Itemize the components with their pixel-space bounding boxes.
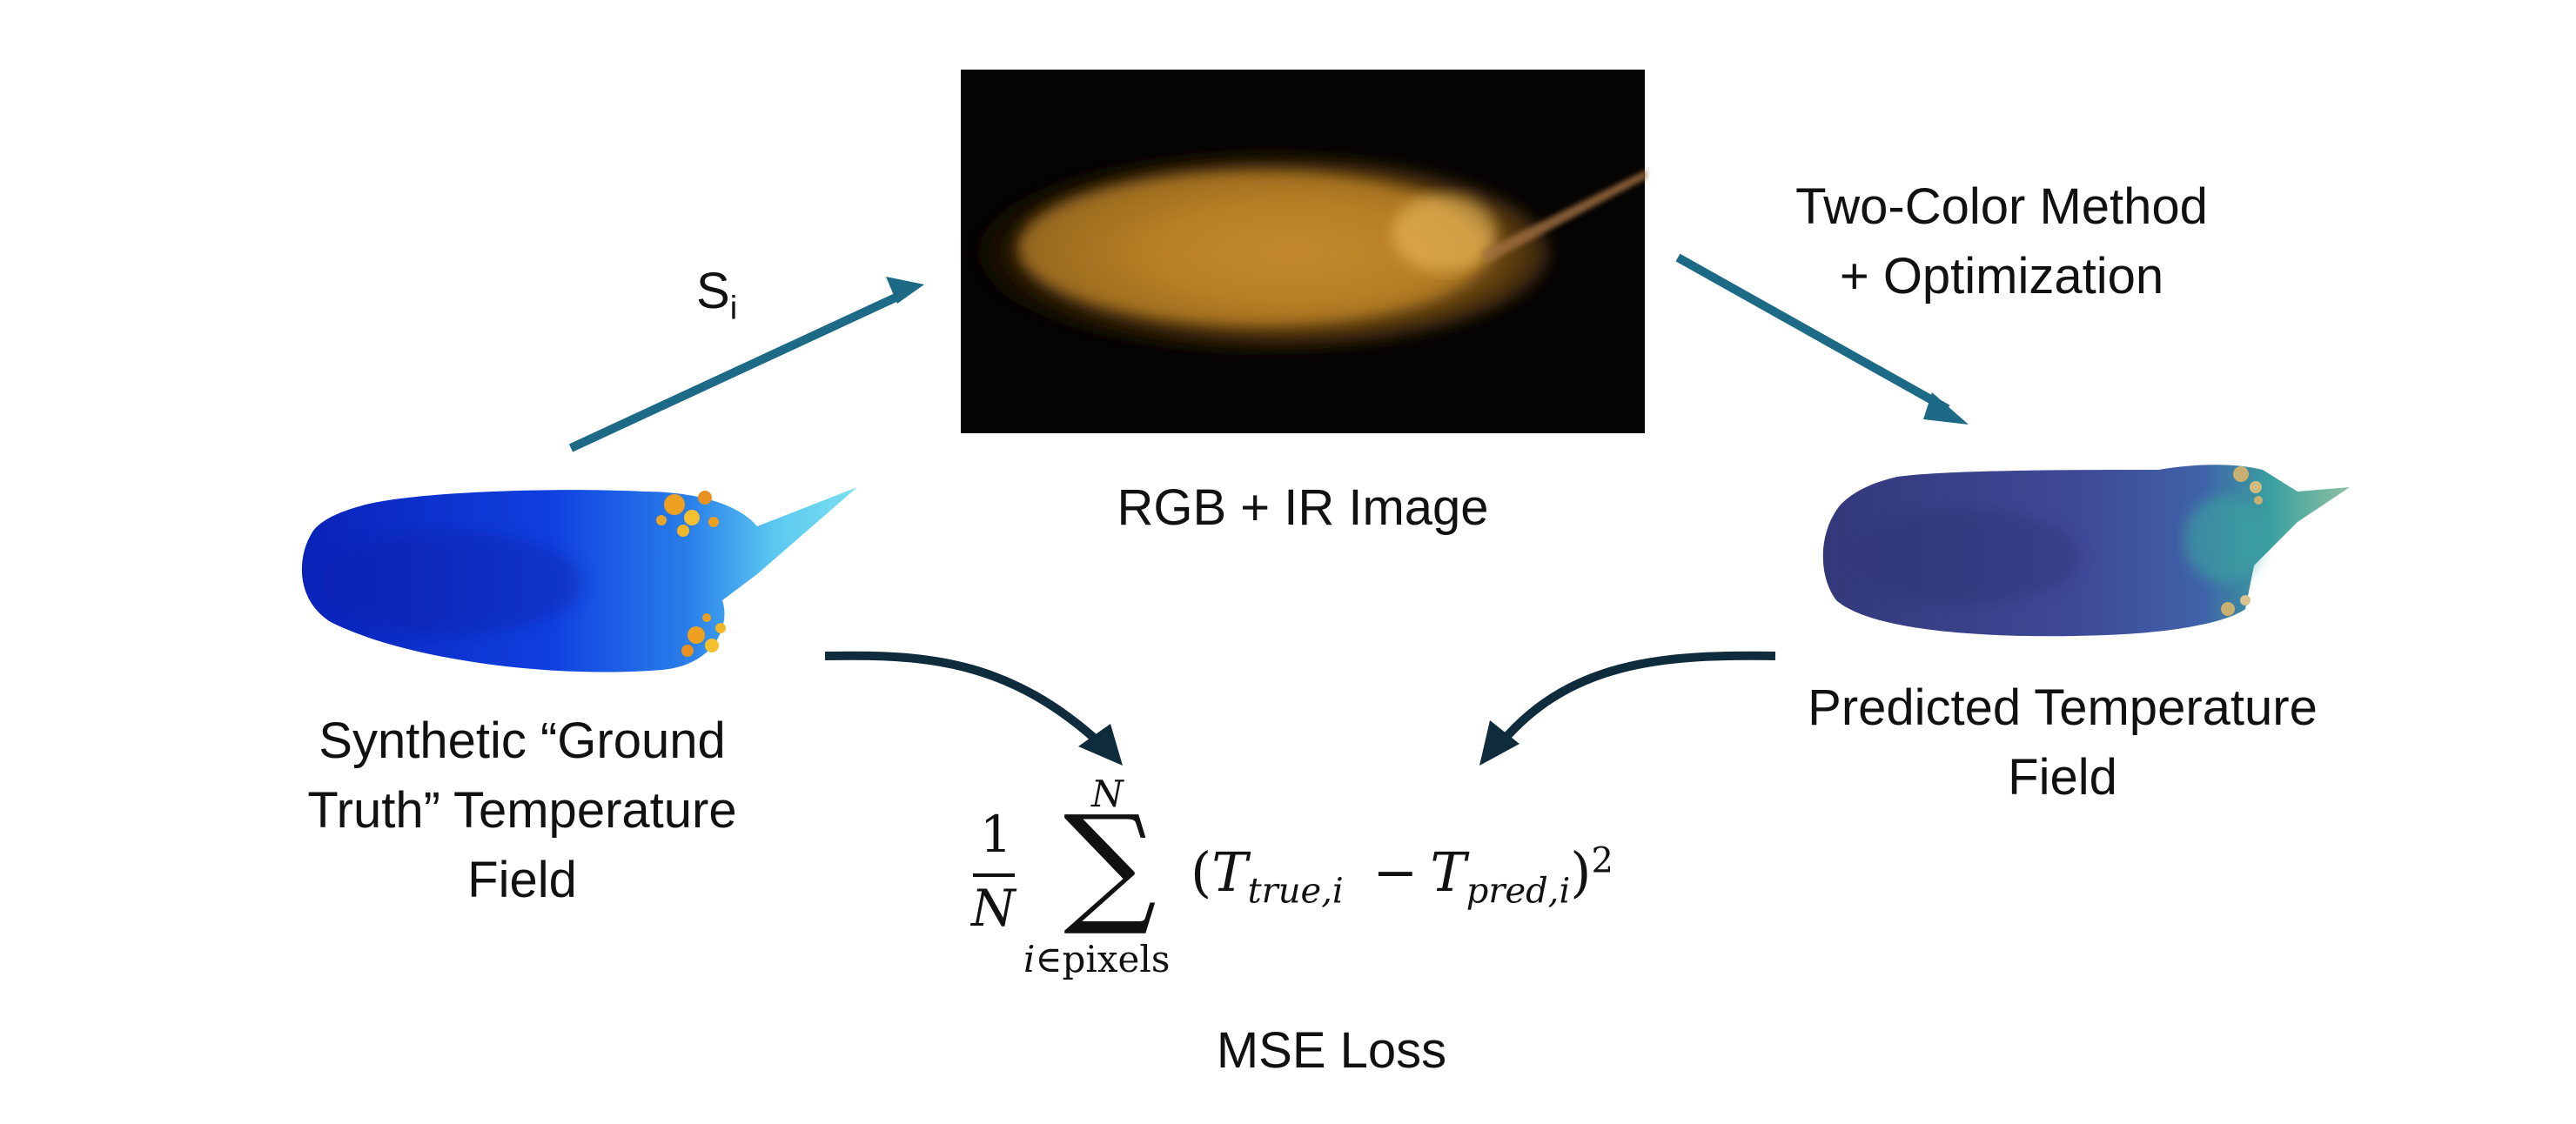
arrow-predicted-to-loss bbox=[1493, 651, 1776, 752]
t-true: T bbox=[1211, 840, 1248, 904]
synthetic-line2: Truth” Temperature bbox=[307, 782, 737, 839]
two-color-line1: Two-Color Method bbox=[1795, 178, 2208, 235]
arrow-synthetic-to-loss bbox=[824, 651, 1109, 752]
sum-symbol: ∑ bbox=[1063, 788, 1157, 940]
t-true-sub: true,i bbox=[1247, 871, 1344, 912]
close-paren: ) bbox=[1570, 840, 1592, 904]
predicted-label: Predicted Temperature Field bbox=[1732, 673, 2393, 813]
synthetic-line1: Synthetic “Ground bbox=[319, 713, 726, 769]
si-label: Si bbox=[696, 261, 737, 339]
two-color-line2: + Optimization bbox=[1839, 248, 2164, 304]
predicted-line1: Predicted Temperature bbox=[1808, 679, 2318, 736]
loss-expression: (Ttrue,i −Tpred,i)2 bbox=[1191, 840, 1613, 911]
synthetic-label: Synthetic “Ground Truth” Temperature Fie… bbox=[218, 706, 827, 915]
arrow-synthetic-to-image bbox=[568, 289, 908, 452]
arrow-predicted-to-loss-head bbox=[1479, 720, 1519, 766]
open-paren: ( bbox=[1191, 840, 1212, 904]
arrow-image-to-predicted bbox=[1675, 253, 1950, 413]
two-color-label: Two-Color Method + Optimization bbox=[1706, 172, 2298, 311]
sum-upper-limit: N bbox=[1091, 773, 1124, 815]
arrow-image-to-predicted-head bbox=[1923, 392, 1969, 425]
rgb-ir-thermal-image bbox=[961, 70, 1647, 433]
si-sub: i bbox=[729, 290, 738, 327]
predicted-line2: Field bbox=[2008, 749, 2117, 806]
sum-lower-limit: i∈pixels bbox=[1023, 938, 1170, 980]
fraction-denominator: N bbox=[971, 879, 1016, 938]
sum-lower-word: pixels bbox=[1062, 938, 1171, 980]
fraction-numerator: 1 bbox=[980, 805, 1012, 864]
predicted-temperature-blob bbox=[1822, 465, 2350, 637]
exponent: 2 bbox=[1591, 840, 1613, 881]
synthetic-line3: Field bbox=[467, 852, 577, 908]
sum-lower-var: i bbox=[1023, 938, 1036, 980]
t-pred-sub: pred,i bbox=[1466, 871, 1571, 912]
minus-sign: − bbox=[1372, 840, 1419, 904]
si-main: S bbox=[696, 263, 730, 319]
t-pred: T bbox=[1430, 840, 1466, 904]
rgb-ir-label: RGB + IR Image bbox=[1117, 479, 1489, 536]
arrow-synthetic-to-loss-head bbox=[1078, 724, 1123, 766]
arrow-synthetic-to-image-head bbox=[886, 277, 924, 304]
fraction-bar bbox=[973, 873, 1015, 877]
sum-lower-in: ∈ bbox=[1035, 938, 1063, 980]
synthetic-temperature-blob bbox=[301, 487, 857, 672]
mse-loss-label: MSE Loss bbox=[1216, 1022, 1447, 1079]
